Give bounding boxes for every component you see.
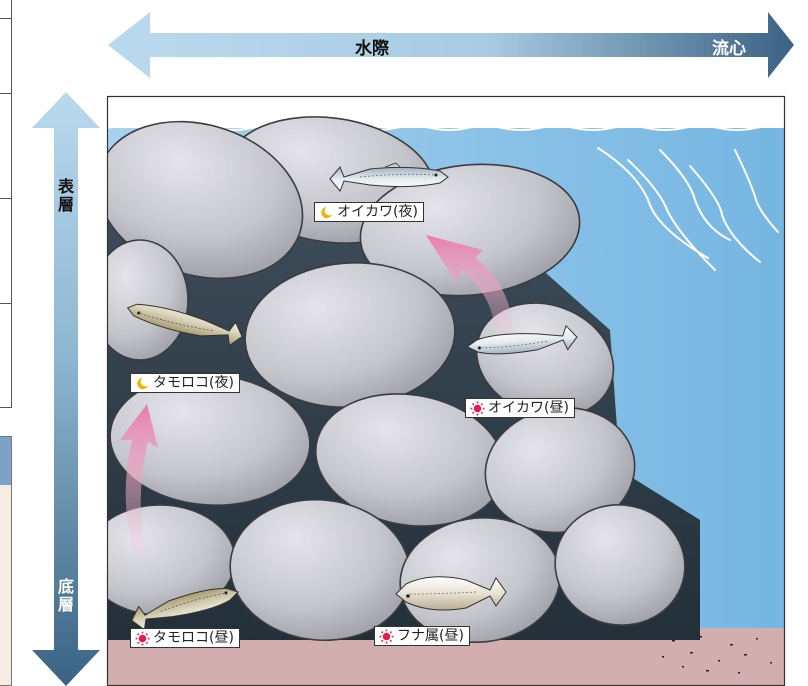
- river-bed-gravel: [662, 636, 772, 674]
- axis-label-mainstream: 流心: [712, 39, 746, 59]
- left-panel-divider: [0, 198, 12, 199]
- axis-label-shore: 水際: [355, 39, 389, 59]
- fish-label-text: オイカワ(昼): [488, 400, 569, 416]
- fish-funa-day: [395, 576, 507, 611]
- left-panel-border: [11, 0, 12, 408]
- vertical-axis-arrow: [32, 92, 100, 686]
- sun-icon: [135, 630, 150, 646]
- fish-label-text: タモロコ(夜): [153, 375, 234, 391]
- fish-label-text: フナ属(昼): [397, 628, 464, 644]
- fish-label: タモロコ(夜): [130, 373, 240, 393]
- fish-label-text: タモロコ(昼): [153, 630, 234, 646]
- fish-label: オイカワ(昼): [465, 398, 575, 418]
- left-panel-box-header: [0, 437, 11, 485]
- axis-label-surface: 表層: [57, 177, 74, 214]
- sun-icon: [379, 628, 394, 644]
- left-panel-divider: [0, 407, 12, 408]
- migration-arrow-oikawa: [426, 235, 513, 336]
- axis-label-bottom: 底層: [57, 577, 74, 614]
- fish-label: フナ属(昼): [374, 626, 470, 646]
- fish-label: オイカワ(夜): [314, 202, 424, 222]
- moon-icon: [137, 377, 149, 389]
- fish-label: タモロコ(昼): [130, 628, 240, 648]
- current-lines: [597, 147, 779, 271]
- fish-tamoroko-day: [131, 588, 240, 631]
- horizontal-axis-arrow: [108, 12, 794, 78]
- fish-label-text: オイカワ(夜): [337, 204, 418, 220]
- left-panel-divider: [0, 18, 12, 19]
- fish-oikawa-day: [466, 324, 578, 355]
- migration-arrow-tamoroko: [120, 404, 158, 556]
- fish-tamoroko-night: [126, 303, 243, 347]
- fish-oikawa-night: [329, 162, 449, 192]
- left-panel-divider: [0, 93, 12, 94]
- left-panel-divider: [0, 303, 12, 304]
- moon-icon: [321, 206, 333, 218]
- sun-icon: [470, 400, 485, 416]
